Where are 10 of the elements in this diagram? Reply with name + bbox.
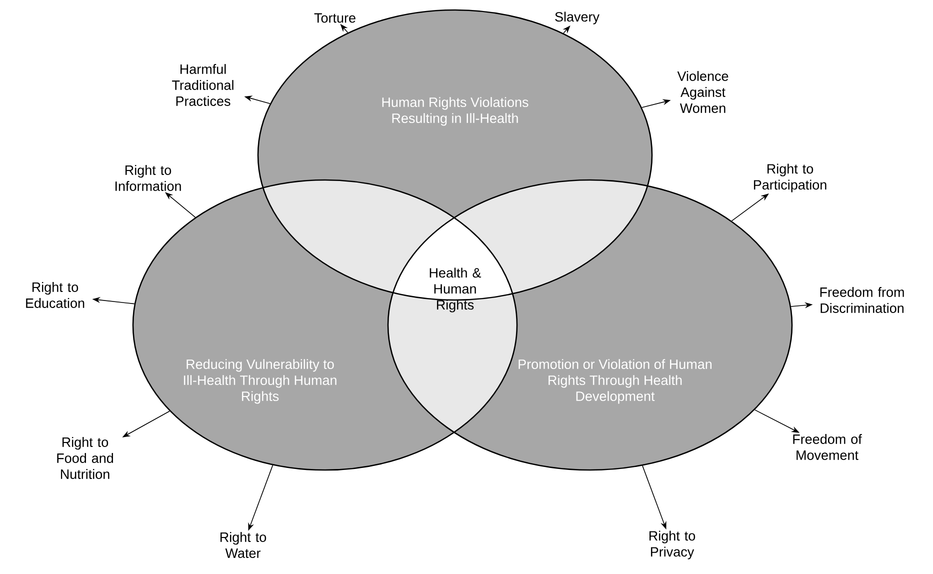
topic-label: Slavery [555, 12, 600, 24]
topic-label: Freedom of Movement [793, 434, 862, 460]
topic-label: Torture [314, 13, 356, 23]
topic-label: Right to Education [26, 282, 84, 308]
topic-label: Right to Water [220, 532, 266, 558]
topic-label: Freedom from Discrimination [820, 287, 904, 313]
topic-label: Harmful Traditional Practices [172, 64, 234, 106]
topic-label: Violence Against Women [677, 71, 728, 113]
topic-label: Right to Food and Nutrition [57, 437, 114, 479]
topic-label: Right to Privacy [649, 530, 696, 560]
